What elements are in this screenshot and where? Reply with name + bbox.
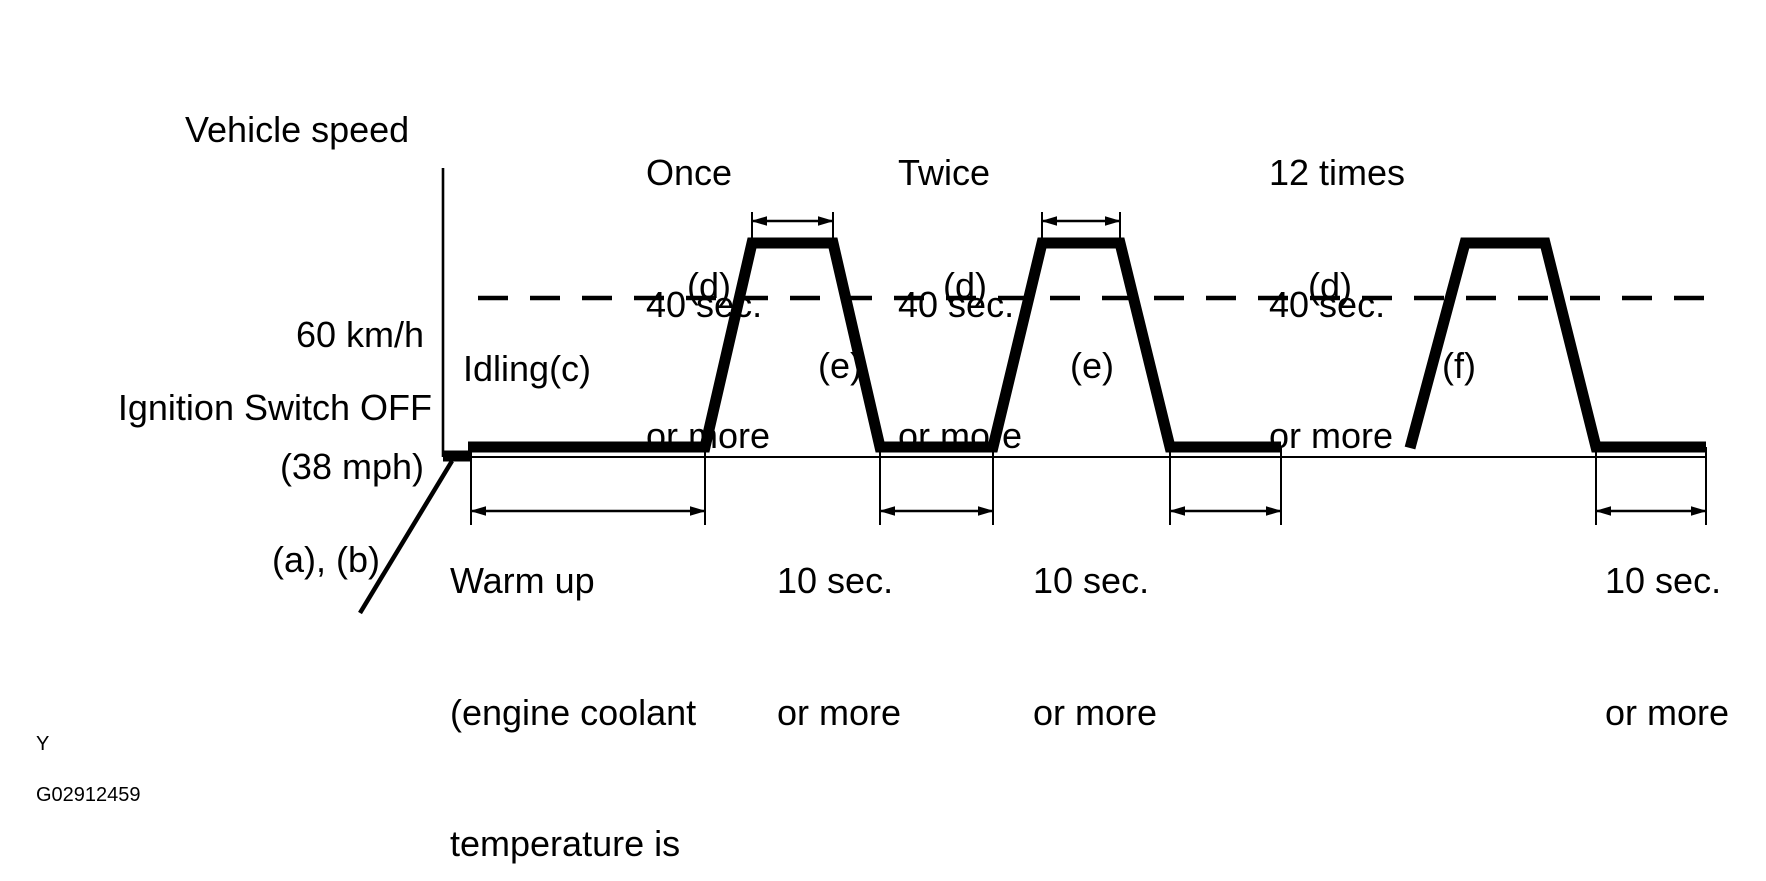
top-annotation-12-times-qualifier: or more — [1269, 415, 1394, 457]
speed-threshold-mph: (38 mph) — [279, 445, 424, 487]
warm-up-line-2: (engine coolant — [450, 691, 697, 733]
y-axis-label: Vehicle speed — [185, 109, 410, 150]
segment-label-dwell-1: (e) — [818, 345, 862, 386]
warm-up-line-3: temperature is — [450, 823, 681, 865]
dwell-1-line-1: 10 sec. — [777, 559, 894, 601]
figure-code: G02912459 — [36, 784, 141, 806]
top-annotation-once-count: Once — [646, 151, 733, 193]
speed-threshold-kmh: 60 km/h — [295, 313, 424, 355]
idling-label: Idling(c) — [463, 348, 592, 389]
warm-up-line-1: Warm up — [450, 559, 595, 601]
segment-label-plateau-1: (d) — [687, 265, 731, 306]
dwell-1-line-2: or more — [777, 691, 902, 733]
top-annotation-twice-count: Twice — [898, 151, 991, 193]
top-annotation-12-times-duration: 40 sec. — [1269, 283, 1386, 325]
segment-label-plateau-2: (d) — [943, 265, 987, 306]
bottom-annotation-warm-up: Warm up (engine coolant temperature is m… — [450, 471, 712, 881]
top-annotation-12-times: 12 times 40 sec. or more — [1269, 63, 1405, 546]
leader-line-start-callout — [358, 459, 454, 615]
top-annotation-once: Once 40 sec. or more — [646, 63, 770, 546]
dwell-3-line-2: or more — [1605, 691, 1730, 733]
baseline-label: Ignition Switch OFF — [117, 387, 432, 428]
top-annotation-once-duration: 40 sec. — [646, 283, 763, 325]
bottom-annotation-dwell-2: 10 sec. or more — [1033, 471, 1157, 822]
speed-threshold-label: 60 km/h (38 mph) — [0, 225, 424, 576]
segment-label-plateau-3: (d) — [1308, 265, 1352, 306]
top-annotation-twice-qualifier: or more — [898, 415, 1023, 457]
dwell-3-line-1: 10 sec. — [1605, 559, 1722, 601]
top-annotation-once-qualifier: or more — [646, 415, 771, 457]
start-callout-label: (a), (b) — [272, 539, 380, 580]
top-annotation-twice-duration: 40 sec. — [898, 283, 1015, 325]
bottom-annotation-dwell-1: 10 sec. or more — [777, 471, 901, 822]
top-annotation-12-times-count: 12 times — [1269, 151, 1406, 193]
figure-code-letter: Y — [36, 733, 50, 755]
dwell-2-line-1: 10 sec. — [1033, 559, 1150, 601]
bottom-annotation-dwell-3: 10 sec. or more — [1605, 471, 1729, 822]
top-annotation-twice: Twice 40 sec. or more — [898, 63, 1022, 546]
waveform-main — [468, 237, 1281, 453]
segment-label-dwell-2: (e) — [1070, 345, 1114, 386]
segment-label-dwell-3: (f) — [1442, 345, 1476, 386]
dwell-2-line-2: or more — [1033, 691, 1158, 733]
waveform-third-cycle — [1404, 237, 1706, 453]
